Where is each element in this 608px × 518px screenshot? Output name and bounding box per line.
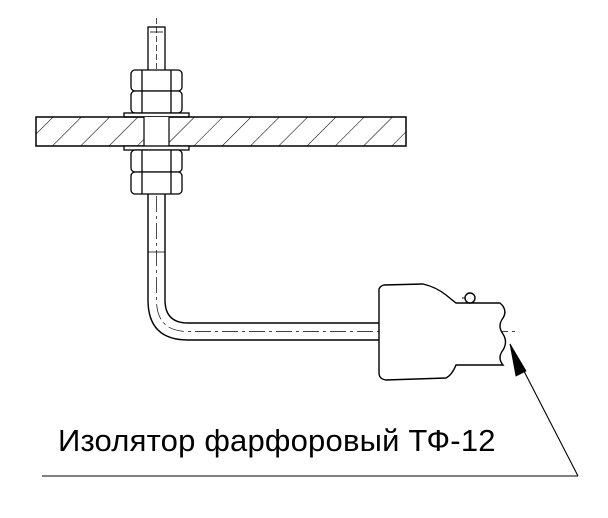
porcelain-insulator [378, 283, 507, 381]
insulator-caption: Изолятор фарфоровый ТФ-12 [58, 423, 496, 458]
mounting-plate-section [35, 116, 407, 147]
bottom-nut-stack [123, 145, 190, 195]
bent-hook-rod [147, 194, 518, 341]
leader-arrow [509, 343, 579, 477]
threaded-stud [147, 18, 166, 74]
top-nut-stack [123, 69, 190, 118]
